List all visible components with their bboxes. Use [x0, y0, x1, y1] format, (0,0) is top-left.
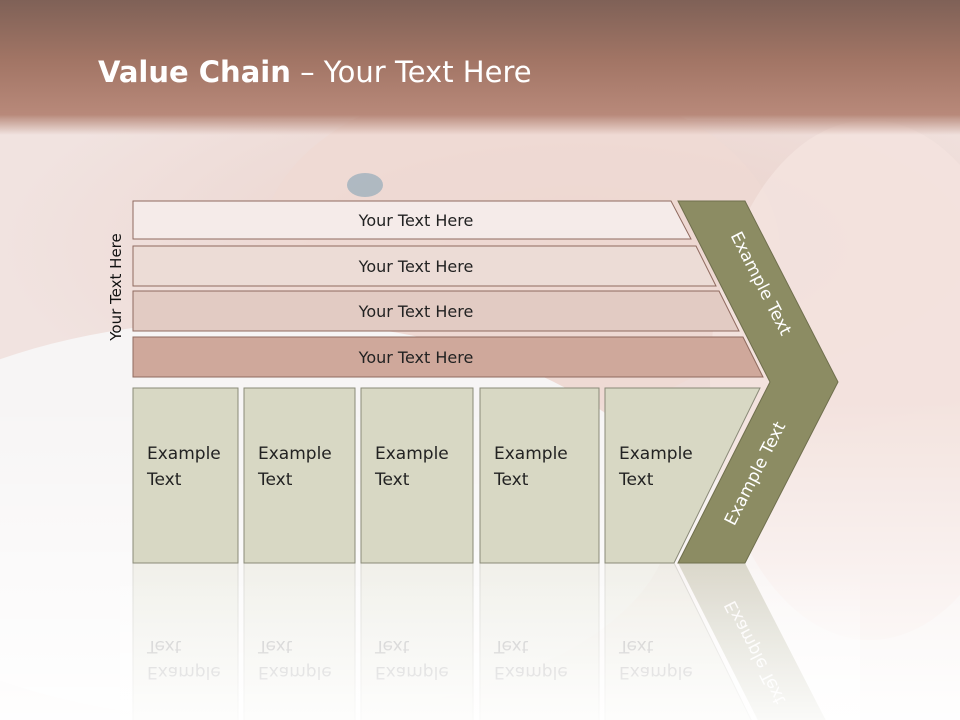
- band-label-4: Your Text Here: [358, 348, 474, 367]
- title-bar: [0, 0, 960, 135]
- band-4: [132, 336, 764, 378]
- column-label-line1-1: Example: [147, 444, 221, 464]
- band-label-2: Your Text Here: [358, 257, 474, 276]
- column-label-line2-2: Text: [257, 470, 293, 490]
- column-label-line2-4: Text: [493, 470, 529, 490]
- column-label-line1-4: Example: [494, 444, 568, 464]
- title-rest: – Your Text Here: [290, 55, 532, 89]
- column-label-line2-3: Text: [374, 470, 410, 490]
- column-2: [243, 387, 356, 564]
- column-label-line2-1: Text: [146, 470, 182, 490]
- column-label-line2-5: Text: [618, 470, 654, 490]
- column-4: [479, 387, 600, 564]
- band-2: [132, 245, 717, 287]
- column-3: [360, 387, 474, 564]
- reflection-fade: [120, 563, 860, 720]
- title-bold: Value Chain: [98, 55, 291, 89]
- column-label-line1-5: Example: [619, 444, 693, 464]
- slide-title: Value Chain – Your Text Here: [98, 55, 532, 89]
- band-1: [132, 200, 692, 240]
- column-label-line1-3: Example: [375, 444, 449, 464]
- band-3: [132, 290, 740, 332]
- band-label-1: Your Text Here: [358, 211, 474, 230]
- band-label-3: Your Text Here: [358, 302, 474, 321]
- column-1: [132, 387, 239, 564]
- column-label-line1-2: Example: [258, 444, 332, 464]
